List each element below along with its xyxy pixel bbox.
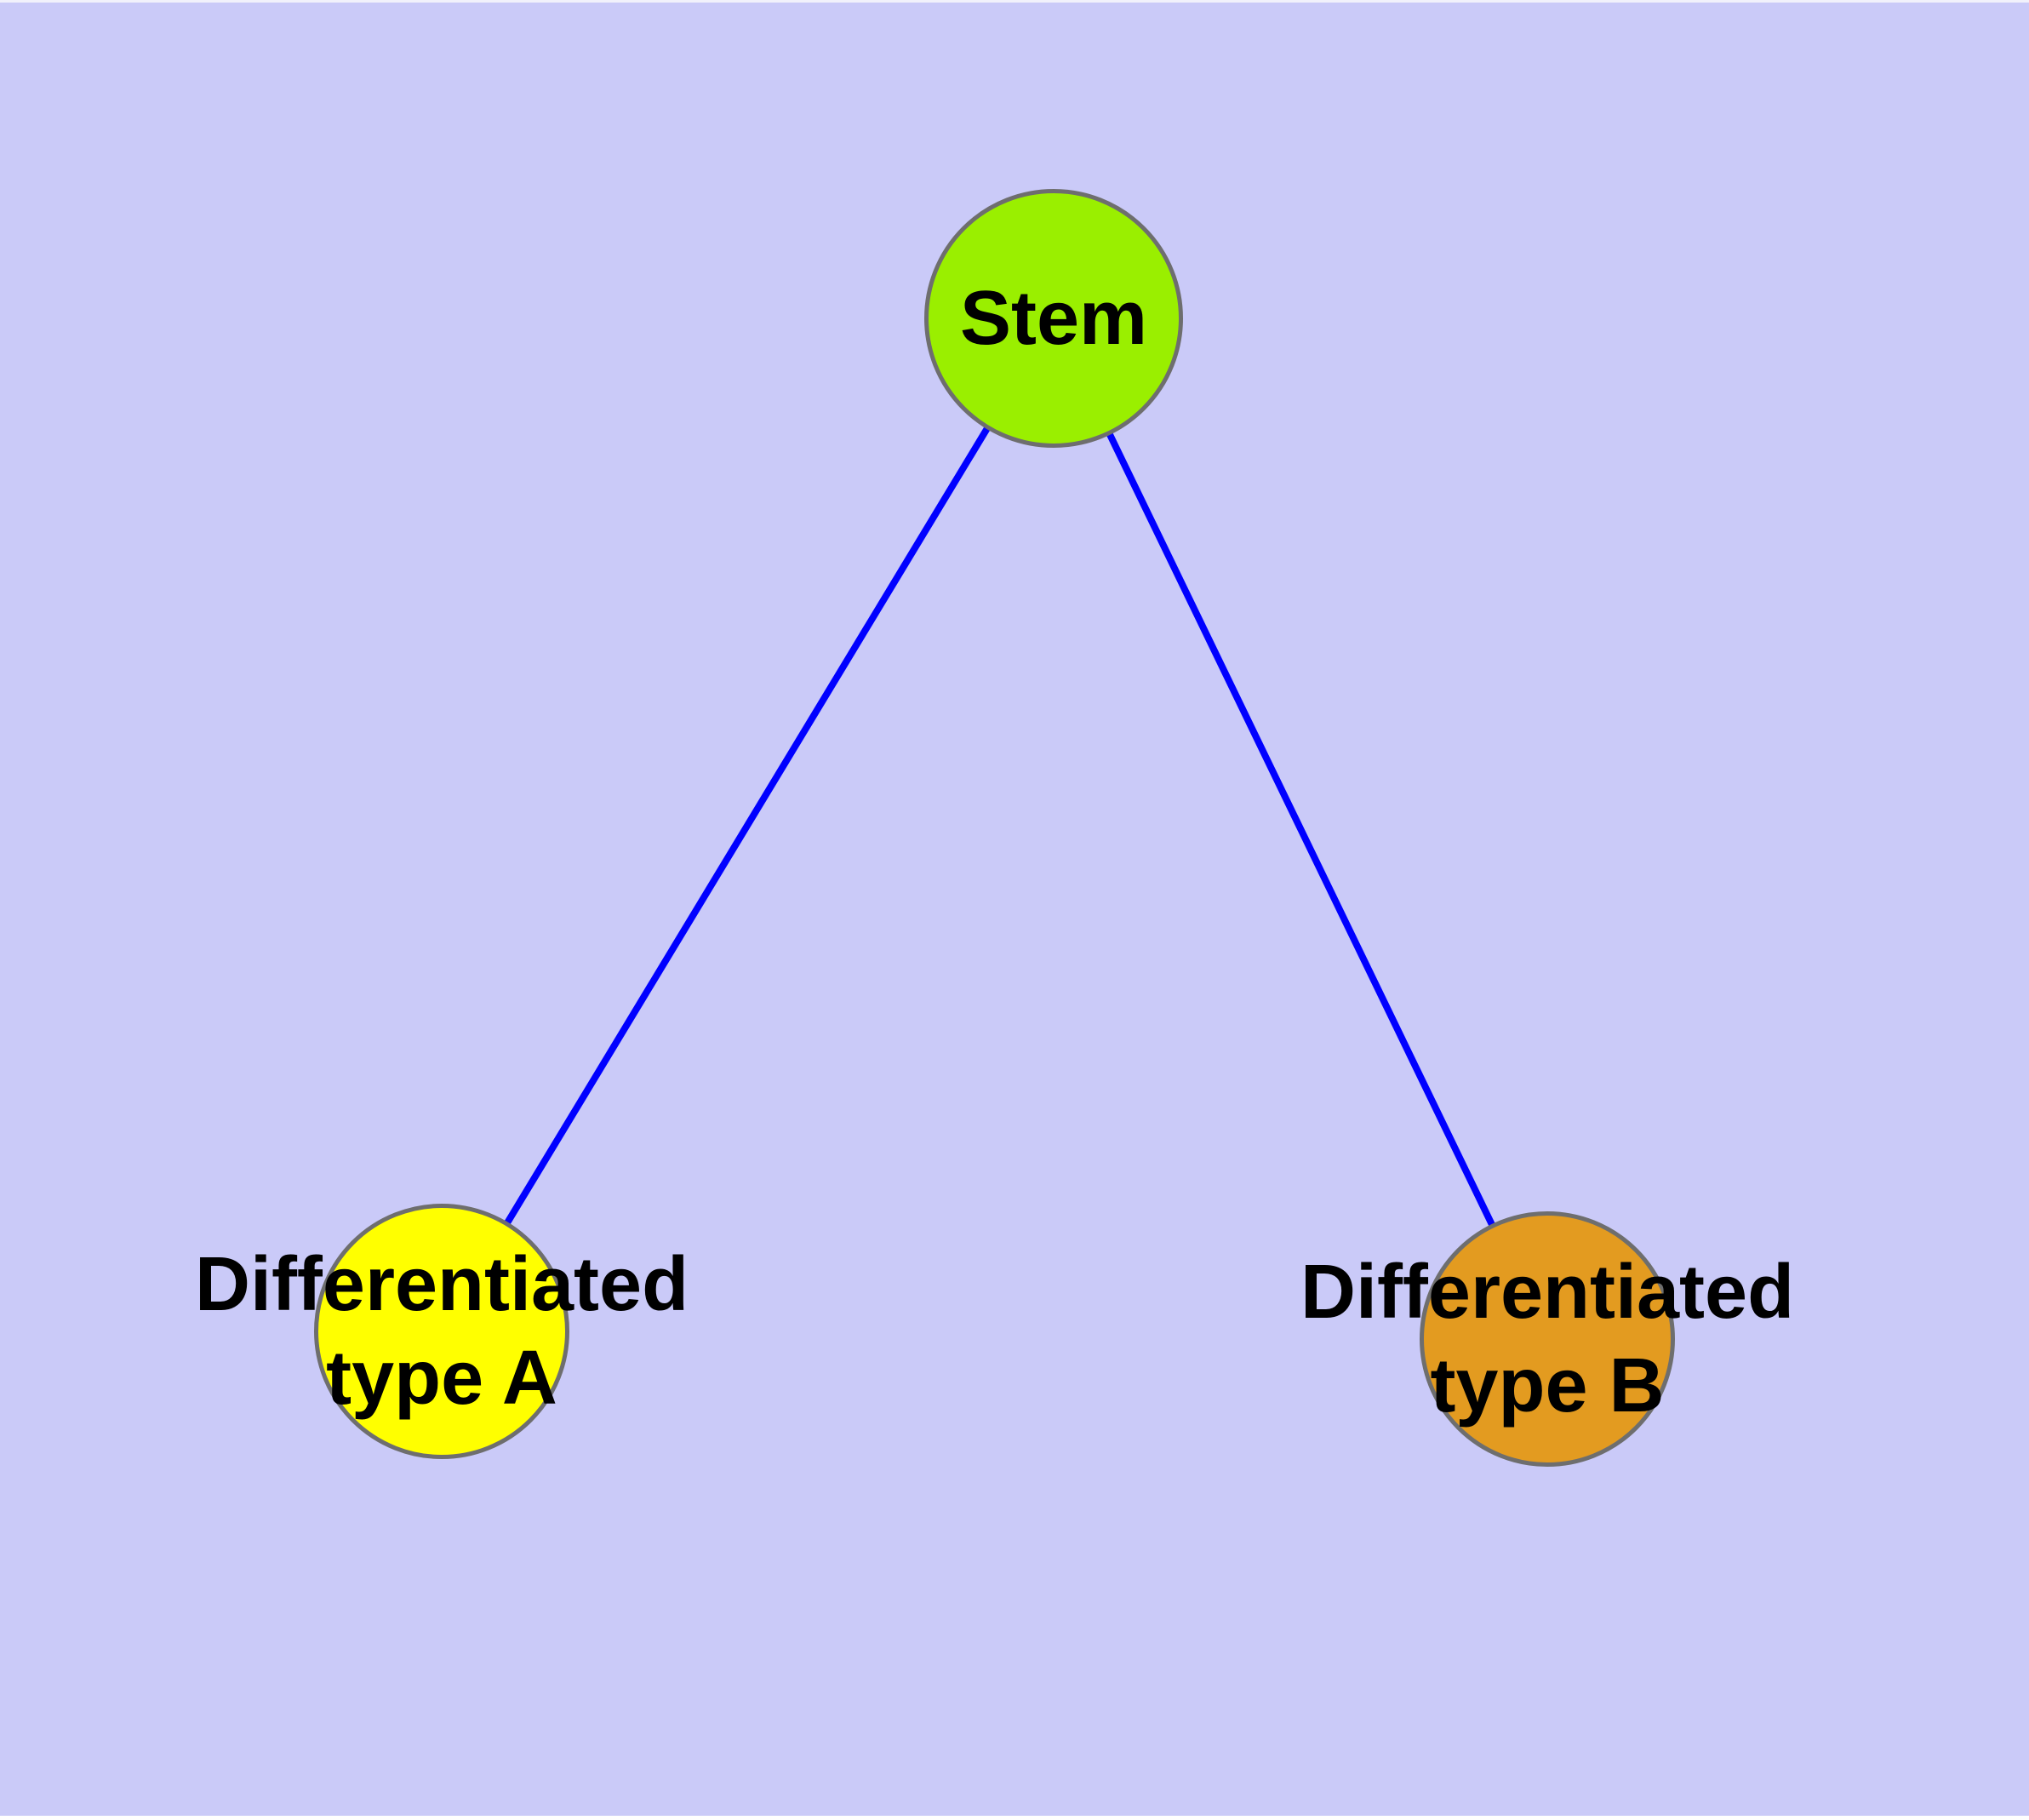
node-differentiated-type-b-label: Differentiated type B bbox=[1300, 1250, 1795, 1428]
node-differentiated-type-a: Differentiated type A bbox=[195, 1204, 689, 1459]
node-differentiated-type-b: Differentiated type B bbox=[1300, 1211, 1794, 1467]
node-differentiated-type-a-circle bbox=[314, 1204, 569, 1459]
node-stem-label: Stem bbox=[959, 276, 1148, 361]
node-stem-circle bbox=[924, 189, 1183, 448]
node-differentiated-type-b-circle bbox=[1420, 1211, 1675, 1467]
edge-stem-to-type-a bbox=[438, 316, 1057, 1334]
node-stem: Stem bbox=[924, 189, 1183, 448]
node-differentiated-type-a-label: Differentiated type A bbox=[194, 1242, 689, 1421]
plot-margin-top bbox=[0, 0, 2029, 3]
edge-stem-to-type-b bbox=[1050, 317, 1551, 1341]
plot-margin-bottom bbox=[0, 1816, 2029, 1820]
